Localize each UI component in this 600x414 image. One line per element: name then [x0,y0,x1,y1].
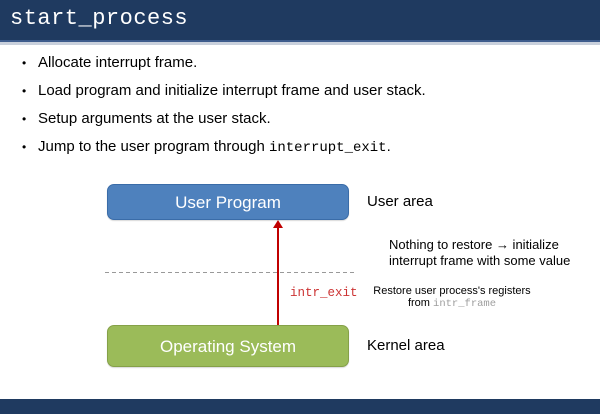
intr-exit-label: intr_exit [290,286,358,300]
bullet-marker: • [22,56,27,70]
restore-note: Nothing to restore → initialize interrup… [389,237,589,268]
user-kernel-boundary-dashed-line [105,272,357,273]
bullet-item: • Setup arguments at the user stack. [16,111,426,126]
intr-frame-code: intr_frame [433,298,497,310]
up-arrow-line [277,227,279,325]
up-arrow-icon [273,220,283,228]
bullet-marker: • [22,112,27,126]
operating-system-box: Operating System [107,325,349,367]
kernel-area-label: Kernel area [367,337,445,354]
slide-title: start_process [10,6,189,31]
operating-system-box-label: Operating System [159,337,297,356]
bullet-text: . [386,138,391,155]
register-note: Restore user process's registers from in… [372,285,532,310]
slide-footer-bar [0,399,600,414]
bullet-text: Setup arguments at the user stack. [38,110,271,127]
register-note-prefix: from [407,297,434,309]
bullet-list: • Allocate interrupt frame. • Load progr… [16,55,426,169]
title-accent-stripe [0,40,600,42]
restore-note-line2: interrupt frame with some value [389,252,571,268]
user-program-box-label: User Program [175,193,281,212]
bullet-inline-code: interrupt_exit [268,140,387,156]
bullet-item: • Allocate interrupt frame. [16,55,426,70]
register-note-line1: Restore user process's registers [373,285,531,297]
title-accent-stripe-light [0,42,600,45]
slide-title-bar: start_process [0,0,600,40]
bullet-item: • Load program and initialize interrupt … [16,83,426,98]
user-area-label: User area [367,193,433,210]
bullet-text: Allocate interrupt frame. [38,54,198,71]
bullet-text: Load program and initialize interrupt fr… [38,82,426,99]
register-note-line2: from intr_frame [372,297,532,310]
restore-note-line1: Nothing to restore → initialize [389,237,559,252]
bullet-item: • Jump to the user program through inter… [16,139,426,156]
bullet-marker: • [22,84,27,98]
bullet-text: Jump to the user program through [38,138,269,155]
user-program-box: User Program [107,184,349,220]
bullet-marker: • [22,140,27,154]
